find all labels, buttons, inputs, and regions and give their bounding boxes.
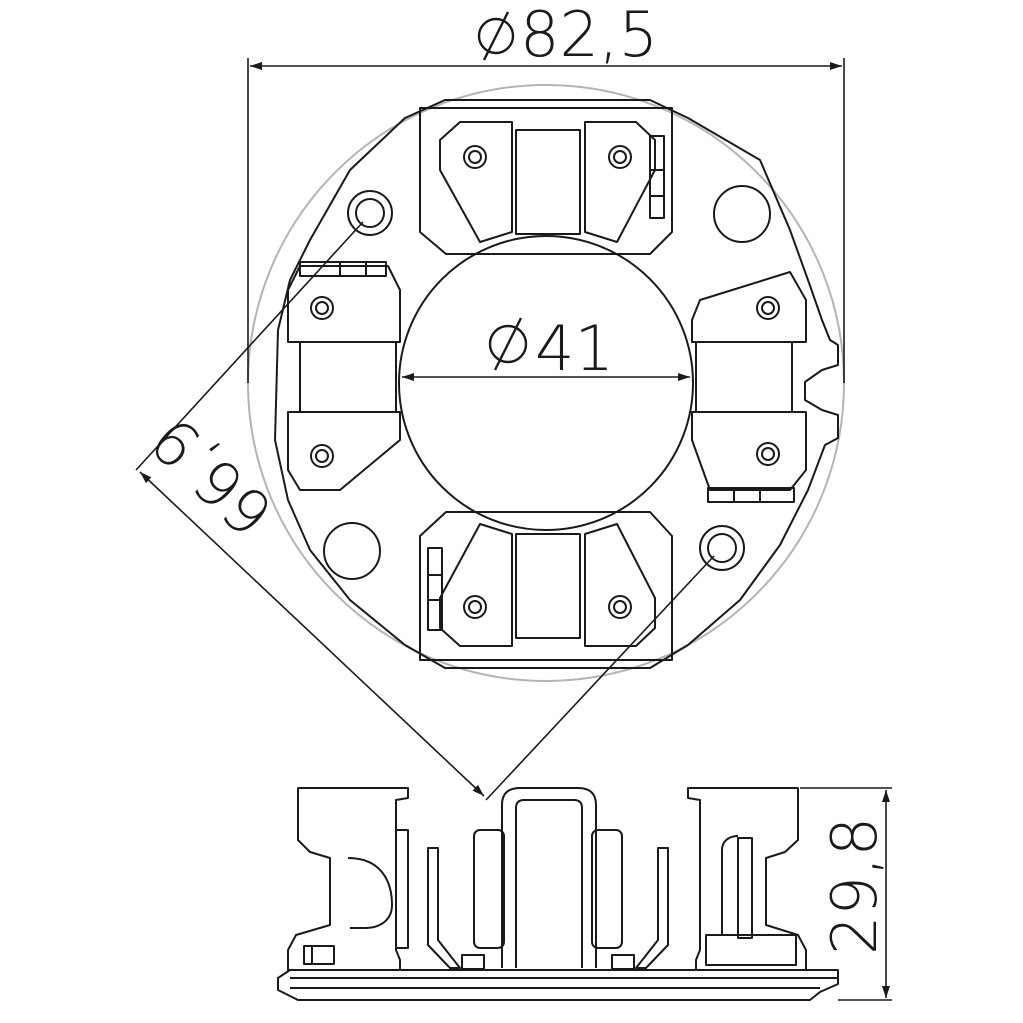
brush-box-bottom	[419, 511, 673, 661]
clearance-hole-bottom-left	[323, 522, 381, 580]
side-left-holder	[287, 787, 409, 971]
side-base-plate	[277, 969, 839, 1001]
mount-hole-bottom-right-inner	[707, 533, 737, 563]
central-bore	[398, 235, 694, 531]
mount-hole-bottom-right	[699, 525, 745, 571]
side-center-clip	[501, 787, 597, 968]
dim-outer-text: 82,5	[520, 0, 658, 71]
mount-hole-top-left	[347, 190, 393, 236]
dim-spacing-text: 66,9	[137, 403, 287, 551]
brush-box-top	[419, 107, 673, 255]
side-view	[277, 787, 839, 1001]
diameter-symbol-inner	[488, 317, 528, 371]
brush-box-right	[691, 271, 807, 503]
side-right-holder	[687, 787, 807, 971]
clearance-hole-top-right	[713, 185, 771, 243]
dim-height-text: 29,8	[818, 817, 891, 955]
diameter-symbol-outer	[477, 11, 515, 61]
base-plate-outline	[274, 99, 839, 669]
dimensions	[135, 58, 892, 1001]
dim-spacing-leader-2	[485, 555, 715, 801]
brush-box-left	[287, 261, 401, 491]
dim-spacing-leader-1	[135, 221, 364, 471]
dim-spacing-line	[139, 471, 485, 797]
mount-hole-top-left-inner	[355, 198, 385, 228]
dim-inner-text: 41	[535, 312, 614, 385]
